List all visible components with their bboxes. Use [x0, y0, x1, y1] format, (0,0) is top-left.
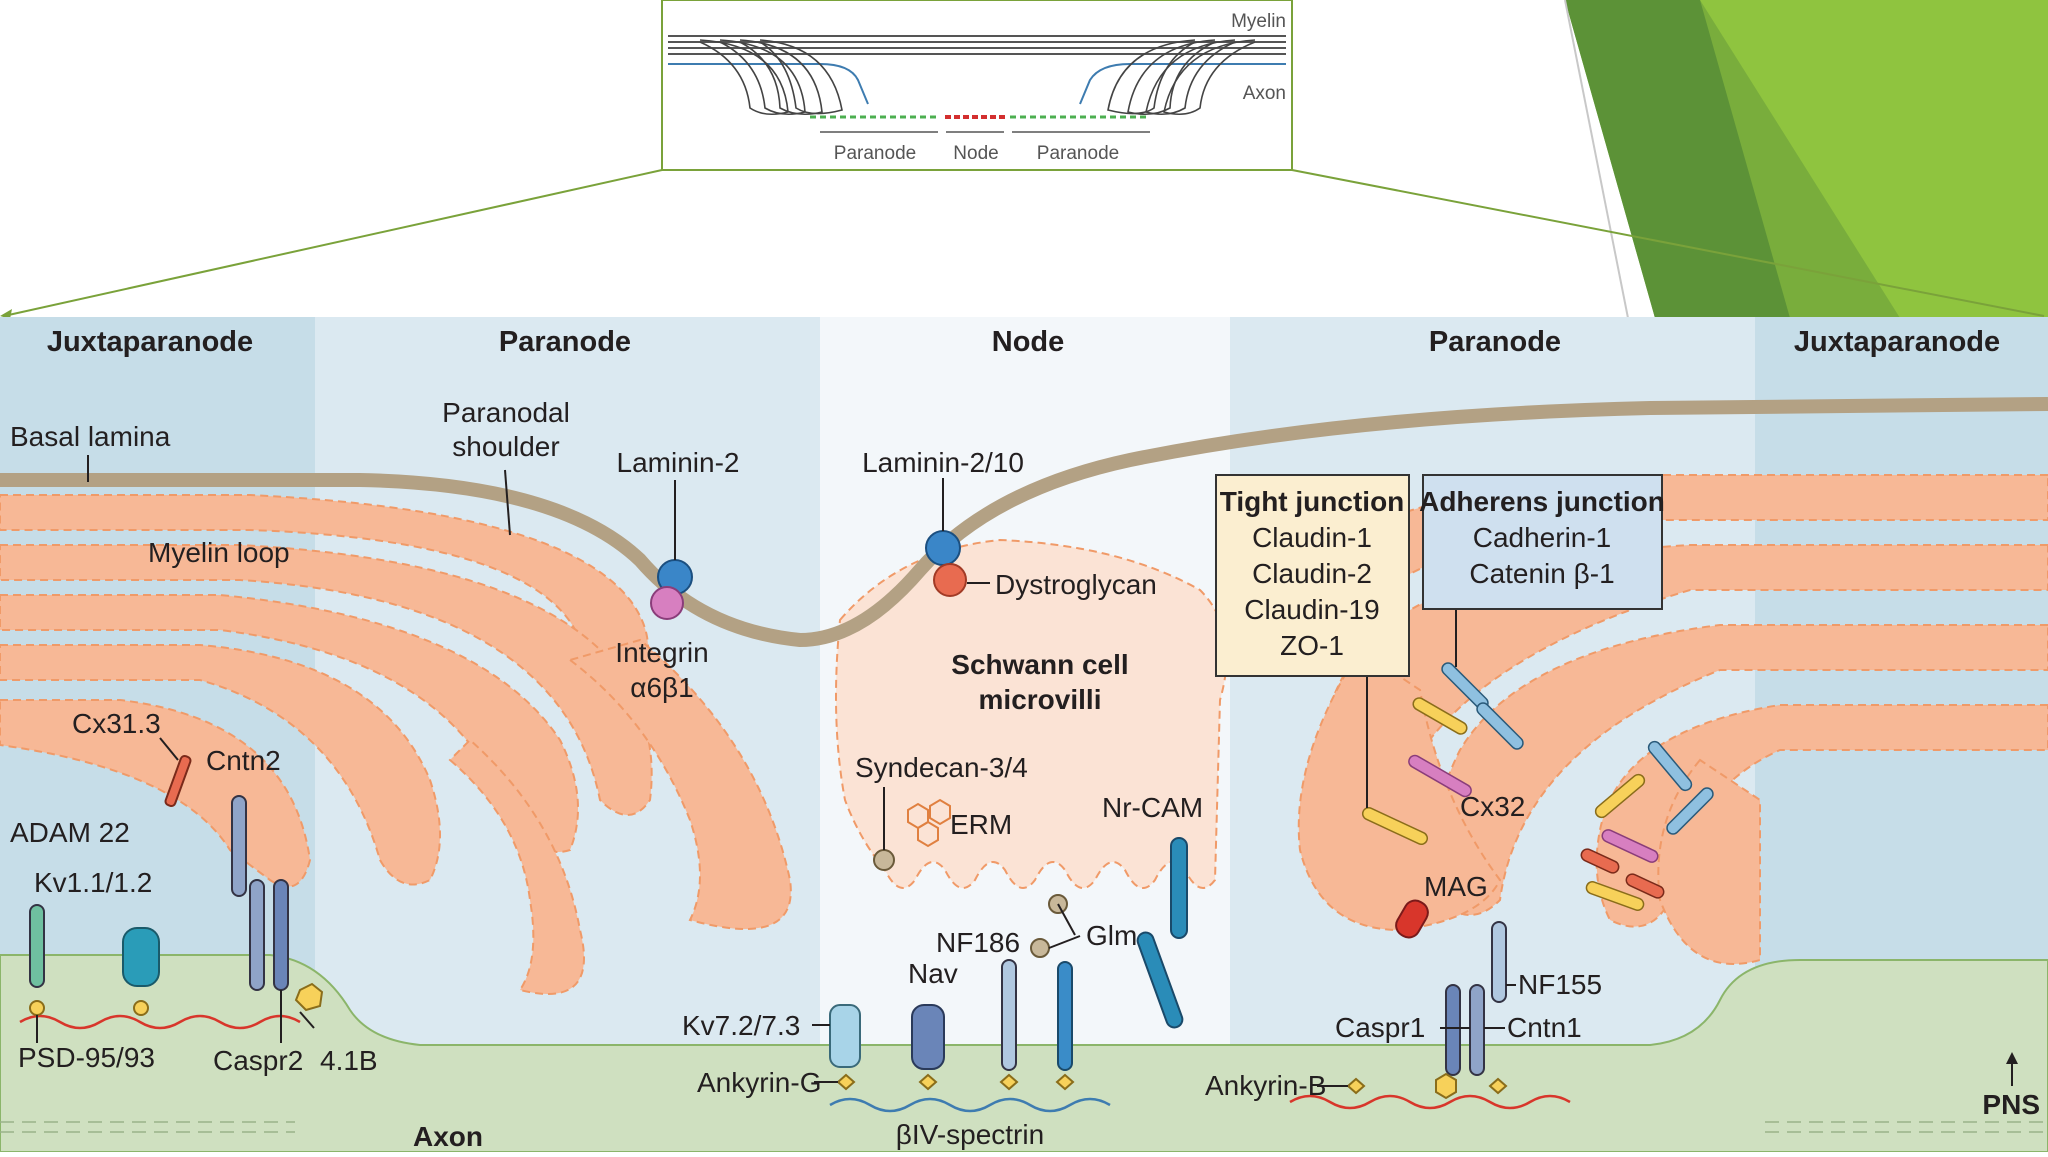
zoom-line-left: [3, 169, 663, 317]
leader-lines: [36, 455, 1516, 1087]
label-ankyring: Ankyrin-G: [697, 1067, 821, 1098]
label-paranodal-shoulder: Paranodal: [442, 397, 570, 428]
inset-paranode-left-label: Paranode: [834, 143, 916, 164]
label-myelin-loop: Myelin loop: [148, 537, 290, 568]
label-axon: Axon: [413, 1121, 483, 1152]
schwann-microvilli: [835, 538, 1228, 889]
region-paranode-left: Paranode: [499, 326, 631, 358]
region-juxtaparanode-left: Juxtaparanode: [47, 326, 253, 358]
label-glm: Glm: [1086, 920, 1137, 951]
region-paranode-right: Paranode: [1429, 326, 1561, 358]
adherens-junction-box: Adherens junction Cadherin-1 Catenin β-1: [1419, 474, 1665, 610]
adherens-junction-title: Adherens junction: [1419, 486, 1665, 517]
label-basal-lamina: Basal lamina: [10, 421, 171, 452]
label-dystroglycan: Dystroglycan: [995, 569, 1157, 600]
label-kv72: Kv7.2/7.3: [682, 1010, 800, 1041]
label-caspr1: Caspr1: [1335, 1012, 1425, 1043]
inset-paranode-right-label: Paranode: [1037, 143, 1119, 164]
label-schwann-cell: Schwann cell: [951, 649, 1128, 680]
label-spectrin: βIV-spectrin: [896, 1119, 1044, 1150]
molecules: [29, 530, 1714, 1100]
tight-junction-item: Claudin-1: [1252, 522, 1372, 553]
cytoskeleton-left: [19, 1014, 301, 1030]
inset-overview: Myelin Axon Paranode Node Paranode: [661, 0, 1293, 171]
inset-axon-label: Axon: [1243, 83, 1286, 104]
label-41b: 4.1B: [320, 1045, 378, 1076]
tight-junction-box: Tight junction Claudin-1 Claudin-2 Claud…: [1215, 474, 1410, 677]
axon-lines: [0, 1121, 2048, 1133]
axon-body: [0, 954, 2048, 1153]
label-cntn1: Cntn1: [1507, 1012, 1582, 1043]
label-integrin: Integrin: [615, 637, 708, 668]
label-nrcam: Nr-CAM: [1102, 792, 1203, 823]
label-integrin: α6β1: [630, 672, 693, 703]
label-syndecan: Syndecan-3/4: [855, 752, 1028, 783]
label-cntn2: Cntn2: [206, 745, 281, 776]
corner-decoration: [1564, 0, 2048, 319]
label-cx32: Cx32: [1460, 791, 1525, 822]
tight-junction-item: Claudin-19: [1244, 594, 1379, 625]
adherens-junction-item: Catenin β-1: [1469, 558, 1614, 589]
cytoskeleton-right: [1289, 1094, 1571, 1110]
myelin-left: [0, 494, 792, 995]
label-kv11: Kv1.1/1.2: [34, 867, 152, 898]
tight-junction-item: ZO-1: [1280, 630, 1344, 661]
label-adam22: ADAM 22: [10, 817, 130, 848]
region-juxtaparanode-right: Juxtaparanode: [1794, 326, 2000, 358]
label-pns: PNS: [1982, 1089, 2040, 1120]
label-nav: Nav: [908, 958, 958, 989]
tight-junction-item: Claudin-2: [1252, 558, 1372, 589]
labels: Basal lamina Paranodal shoulder Laminin-…: [10, 397, 2040, 1152]
label-ankyrinb: Ankyrin-B: [1205, 1070, 1326, 1101]
label-nf155: NF155: [1518, 969, 1602, 1000]
label-erm: ERM: [950, 809, 1012, 840]
label-nf186: NF186: [936, 927, 1020, 958]
spectrin-line: [829, 1097, 1111, 1113]
label-schwann-cell: microvilli: [979, 684, 1102, 715]
label-paranodal-shoulder: shoulder: [452, 431, 559, 462]
inset-node-label: Node: [953, 143, 998, 164]
label-psd: PSD-95/93: [18, 1042, 155, 1073]
label-caspr2: Caspr2: [213, 1045, 303, 1076]
adherens-junction-item: Cadherin-1: [1473, 522, 1612, 553]
label-mag: MAG: [1424, 871, 1488, 902]
basal-lamina: [0, 397, 2048, 648]
region-node: Node: [992, 326, 1065, 358]
label-laminin210: Laminin-2/10: [862, 447, 1024, 478]
myelin-right: [1294, 474, 2048, 965]
label-laminin2: Laminin-2: [617, 447, 740, 478]
inset-myelin-label: Myelin: [1231, 11, 1286, 32]
label-cx313: Cx31.3: [72, 708, 161, 739]
zoom-line-right: [1291, 169, 2045, 317]
tight-junction-title: Tight junction: [1220, 486, 1405, 517]
